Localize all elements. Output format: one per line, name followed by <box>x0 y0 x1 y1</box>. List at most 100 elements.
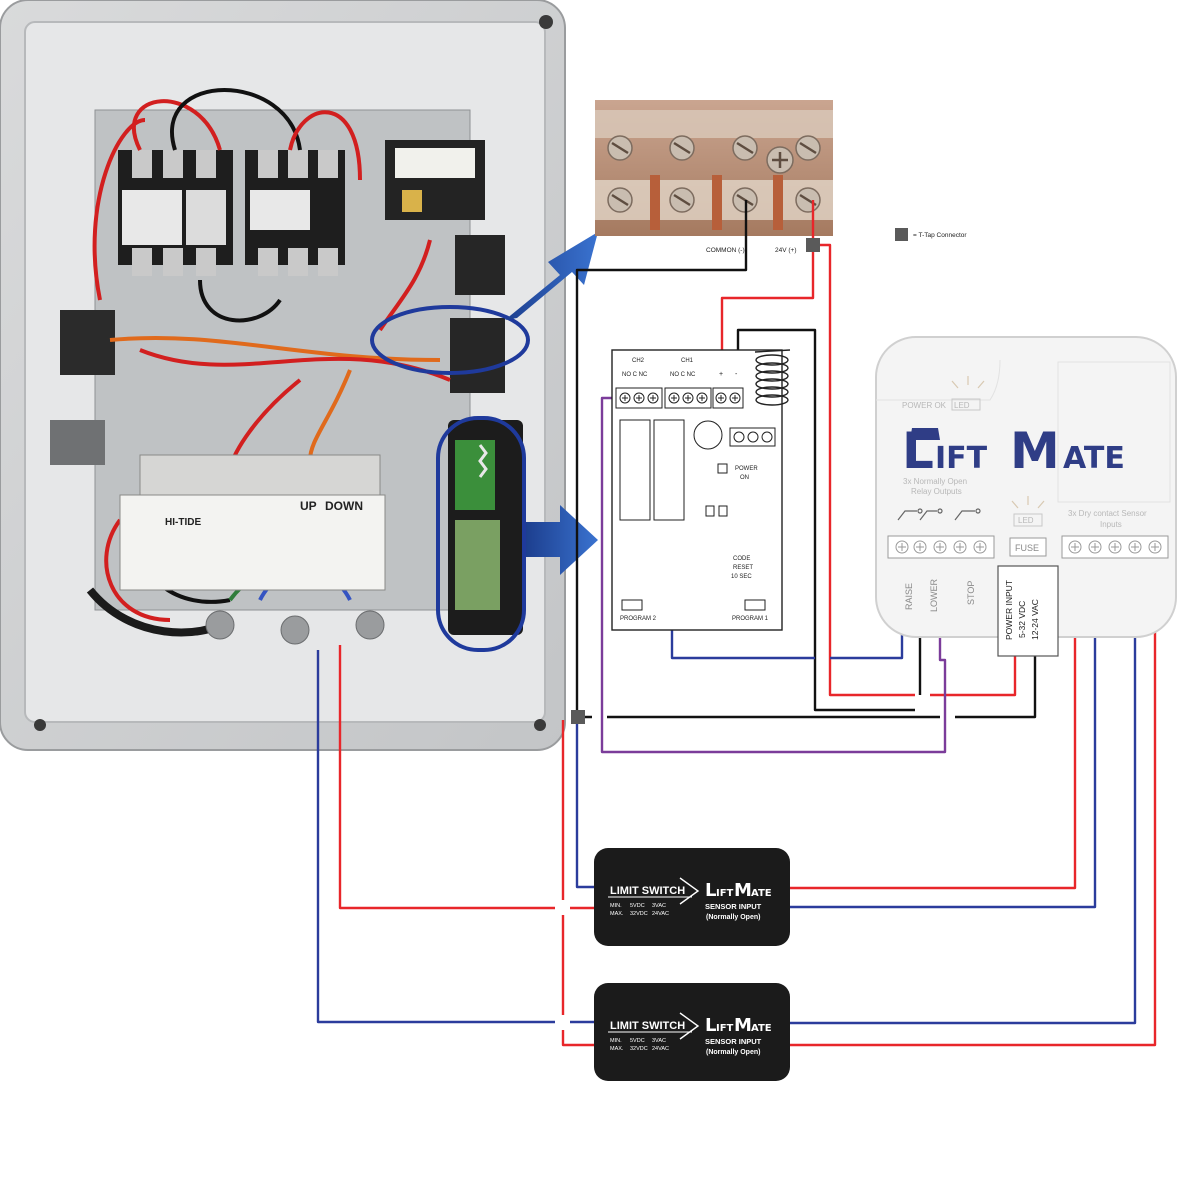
code-reset-label-3: 10 SEC <box>731 574 752 580</box>
highlight-oval-receiver <box>436 416 526 652</box>
sensor2-brand-m: M <box>734 1015 752 1036</box>
panel-brand: HI-TIDE <box>165 517 201 528</box>
wire-sensor2-blue <box>790 548 1137 1025</box>
sensor2-min: MIN. <box>610 1038 622 1044</box>
sensor2-brand-ate: ATE <box>751 1023 772 1034</box>
minus-pin-label: - <box>735 371 738 378</box>
sensor2-title: LIMIT SWITCH <box>610 1020 685 1032</box>
sensor1-brand-m: M <box>734 880 752 901</box>
fuse-label: FUSE <box>1015 543 1039 553</box>
relay-block <box>450 318 505 393</box>
arrow-right-icon <box>679 1012 700 1040</box>
cable-gland <box>205 610 235 640</box>
contactor-left <box>118 150 233 276</box>
wire-panel-blue-2 <box>316 650 555 1024</box>
wire-plus-to-power <box>813 243 915 697</box>
sensor1-sub2: (Normally Open) <box>706 914 760 921</box>
plus-pin-label: + <box>719 371 723 378</box>
ch1-label: CH1 <box>681 358 694 364</box>
power-input-ac: 12-24 VAC <box>1030 599 1040 640</box>
sensor2-max-ac: 24VAC <box>652 1046 669 1052</box>
power-on-label-1: POWER <box>735 466 758 472</box>
sensor2-max: MAX. <box>610 1046 624 1052</box>
power-ok-label: POWER OK <box>902 401 947 410</box>
power-input-dc: 5-32 VDC <box>1017 601 1027 638</box>
relay-block <box>455 235 505 295</box>
signal-transformer <box>385 140 485 220</box>
receiver-board: CH2 CH1 NO C NC NO C NC + - <box>611 349 791 631</box>
sensor2-sub1: SENSOR INPUT <box>705 1037 762 1046</box>
sensor-module-1: LIMIT SWITCH MIN. 5VDC 3VAC MAX. 32VDC 2… <box>594 848 790 946</box>
relay-contact-icons <box>897 508 981 521</box>
code-reset-label-1: CODE <box>733 556 750 562</box>
wire-common-black <box>575 200 748 330</box>
power-ok-led: LED <box>954 401 970 410</box>
control-panel-enclosure: HI-TIDE UP DOWN <box>0 0 566 751</box>
program1-button[interactable] <box>744 599 766 611</box>
wire-sensor-red-common <box>561 720 598 1047</box>
ch2-pins-label: NO C NC <box>622 372 648 378</box>
sensor1-max-ac: 24VAC <box>652 911 669 917</box>
sensor-module-2: LIMIT SWITCH MIN. 5VDC 3VAC MAX. 32VDC 2… <box>594 983 790 1081</box>
legend-t-tap-swatch <box>895 228 908 241</box>
sensor1-min-dc: 5VDC <box>630 903 645 909</box>
wire-plus-to-receiver <box>720 245 815 390</box>
sensor1-max-dc: 32VDC <box>630 911 648 917</box>
legend-t-tap-label: = T-Tap Connector <box>913 232 967 239</box>
sensor1-brand-l: L <box>705 880 716 901</box>
sensor1-sub1: SENSOR INPUT <box>705 902 762 911</box>
power-on-label-2: ON <box>740 475 749 481</box>
arrow-to-receiver <box>526 505 598 575</box>
wire-sensor1-blue-left <box>575 717 598 889</box>
raise-label: RAISE <box>904 583 914 610</box>
cable-gland <box>280 615 310 645</box>
arrow-right-icon <box>679 877 700 905</box>
sensor2-brand-l: L <box>705 1015 716 1036</box>
terminal-strip-photo <box>595 100 833 236</box>
liftmate-controller: POWER OK LED L IFT M ATE 3x Normally Ope… <box>875 336 1177 657</box>
enclosure-screw <box>534 719 546 731</box>
ch1-pins-label: NO C NC <box>670 372 696 378</box>
sensor1-title: LIMIT SWITCH <box>610 885 685 897</box>
sensor1-max: MAX. <box>610 911 624 917</box>
program2-button[interactable] <box>621 599 643 611</box>
program2-label: PROGRAM 2 <box>620 616 657 622</box>
code-reset-label-2: RESET <box>733 565 753 571</box>
sensor2-brand-ift: IFT <box>716 1023 734 1034</box>
antenna-coil-icon <box>754 349 791 406</box>
panel-up-label: UP <box>300 499 317 513</box>
enclosure-screw <box>34 719 46 731</box>
wire-panel-red-1 <box>338 645 555 910</box>
logo-ate: ATE <box>1063 441 1125 476</box>
sensor2-max-dc: 32VDC <box>630 1046 648 1052</box>
wire-power-red <box>930 655 1017 697</box>
t-tap-connector <box>571 710 585 724</box>
sensor1-min-ac: 3VAC <box>652 903 666 909</box>
sensor2-min-ac: 3VAC <box>652 1038 666 1044</box>
sensor-inputs-label-2: Inputs <box>1100 520 1122 529</box>
cable-gland <box>355 610 385 640</box>
sensor2-min-dc: 5VDC <box>630 1038 645 1044</box>
stop-label: STOP <box>966 581 976 605</box>
ground-lug <box>50 420 105 465</box>
wire-sensor1-blue <box>788 548 1097 909</box>
power-ok-led-icon <box>951 376 985 389</box>
ch2-label: CH2 <box>632 358 645 364</box>
led-icon <box>1011 496 1045 509</box>
power-input-label: POWER INPUT <box>1004 580 1014 640</box>
panel-down-label: DOWN <box>325 499 363 513</box>
contactor-right <box>245 150 345 276</box>
wire-sensor2-red <box>790 548 1157 1047</box>
enclosure-screw <box>539 15 553 29</box>
wire-sensor1-red <box>788 548 1077 890</box>
panel-terminal-block: HI-TIDE UP DOWN <box>119 454 386 591</box>
liftmate-logo: L IFT M ATE <box>902 422 1125 480</box>
relay-outputs-label-2: Relay Outputs <box>911 487 962 496</box>
lower-label: LOWER <box>929 578 939 612</box>
panel-receiver-board <box>448 420 523 635</box>
logo-ift: IFT <box>935 441 988 476</box>
sensor1-brand-ift: IFT <box>716 888 734 899</box>
t-tap-connector <box>806 238 820 252</box>
wire-ch2-lower <box>600 396 947 754</box>
